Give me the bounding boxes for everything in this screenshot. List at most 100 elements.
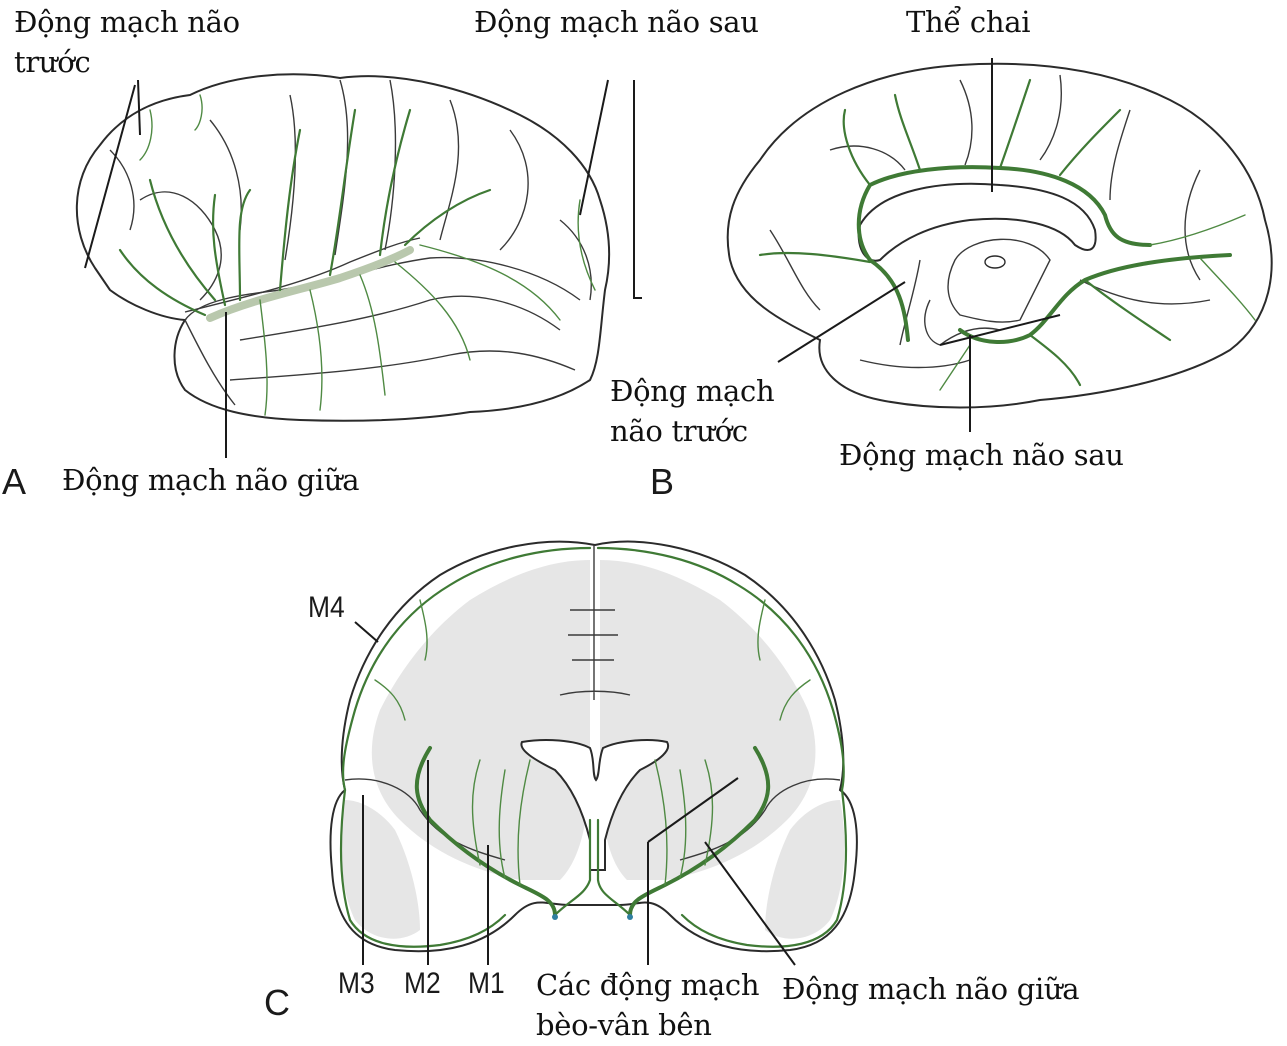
panel-c-cortical-branch — [779, 679, 811, 721]
panel-a-gyrus — [139, 191, 222, 301]
panel-a-mca-branch — [394, 261, 471, 361]
panel-a-mca-branch — [359, 274, 386, 396]
panel-a-sylvian-fissure — [184, 237, 421, 313]
panel-c-aca-right — [596, 818, 632, 917]
panel-a-mca-branch — [148, 178, 217, 302]
panel-c-m1-right — [628, 746, 771, 917]
panel-c-sylvian-left — [344, 778, 506, 861]
panel-a-aca-label-line1: Động mạch não — [14, 5, 240, 39]
panel-c-interhemispheric-fissure — [559, 545, 631, 700]
panel-c-lenticulostriate — [654, 759, 668, 886]
panel-b-pca-branch — [939, 344, 971, 391]
panel-c-cortical-branch — [419, 599, 428, 661]
panel-b-gyrus — [959, 79, 973, 166]
panel-c-lenticulostriate-label-line2: bèo-vân bên — [536, 1008, 712, 1042]
panel-a-aca-label-line2: trước — [14, 45, 91, 79]
panel-a-mca-branch — [211, 193, 227, 307]
panel-a-mca-branch — [403, 188, 492, 247]
panel-a-mca-label: Động mạch não giữa — [62, 463, 360, 497]
panel-c-temporal-right — [765, 800, 845, 939]
panel-b-aca-leader — [777, 281, 906, 363]
panel-a-mca-branch — [378, 108, 412, 257]
panel-b-pca-branch — [1028, 333, 1082, 387]
panel-c-m3-label: M3 — [338, 967, 375, 1000]
panel-c-m4-cortical-left — [341, 546, 592, 792]
panel-b-aca-label-line2: não trước — [610, 414, 748, 448]
panel-c-lenticulostriate-label-line1: Các động mạch — [536, 968, 760, 1002]
panel-c-lenticulostriate — [498, 769, 506, 879]
panel-a-gyrus — [284, 94, 297, 261]
panel-c-lenticulostriate — [704, 759, 714, 866]
panel-c-m4-label: M4 — [308, 591, 345, 624]
panel-b-corpus-callosum — [857, 182, 1097, 262]
panel-c-aca-left — [553, 818, 592, 917]
panel-c-m3-right — [680, 788, 847, 948]
panel-c-mca-leader — [704, 841, 796, 966]
panel-a-pca-branch — [577, 199, 596, 291]
panel-a-mca-branch — [238, 188, 252, 302]
panel-b-pca-label: Động mạch não sau — [839, 438, 1124, 472]
panel-c-white-matter-left — [371, 560, 590, 880]
panel-b-pca-branch — [1199, 257, 1256, 321]
panel-c-artery-origin-left — [552, 914, 558, 920]
panel-c-m1-label: M1 — [468, 967, 505, 1000]
panel-b-gyrus — [1039, 74, 1062, 161]
panel-a-aca-branch — [139, 109, 153, 161]
panel-a-sylvian-vessel — [206, 246, 414, 322]
panel-a-mca-branch — [419, 244, 561, 321]
panel-a-mca-branch — [309, 289, 323, 411]
panel-c-m3-left — [340, 788, 507, 948]
panel-c-m2-label: M2 — [404, 967, 441, 1000]
panel-c-white-matter-right — [600, 560, 816, 880]
panel-b-gyrus — [859, 359, 971, 369]
panel-c-cortical-branch — [757, 599, 766, 661]
panel-b-aca-branch — [1058, 108, 1122, 177]
panel-b-gyrus — [1109, 109, 1131, 201]
panel-b-gyrus — [1184, 169, 1201, 281]
panel-c-m4-cortical-right — [596, 546, 845, 792]
panel-c-cortical-branch — [374, 679, 406, 721]
panel-a-mca-branch — [259, 299, 268, 416]
panel-b-aca-branch — [998, 78, 1032, 170]
panel-c-lenticulostriate — [471, 759, 481, 866]
panel-a-letter: A — [2, 461, 27, 502]
panel-b-aca-trunk — [856, 165, 1152, 342]
panel-b-aca-label-line1: Động mạch — [610, 374, 775, 408]
panel-c-lenticulostriate — [679, 769, 687, 879]
panel-b-medial-brain — [726, 58, 1273, 432]
panel-b-thalamus — [947, 238, 1051, 323]
panel-a-gyrus — [499, 129, 529, 251]
panel-a-lateral-brain — [75, 73, 642, 458]
panel-a-cerebrum-outline — [75, 73, 611, 422]
panel-c-m4-leader — [354, 621, 379, 643]
panel-a-aca-leader — [84, 79, 141, 269]
panel-c-lenticulostriate-leader — [647, 777, 739, 965]
panel-a-pca-label: Động mạch não sau — [474, 5, 759, 39]
panel-b-gyrus — [829, 145, 906, 171]
panel-b-aca-branch — [758, 251, 872, 264]
panel-c-artery-origin-right — [627, 914, 633, 920]
panel-a-mca-branch — [328, 108, 357, 277]
panel-b-aca-branch — [893, 93, 922, 172]
panel-b-fornix — [899, 259, 921, 346]
panel-a-mca-branch — [278, 128, 302, 292]
panel-a-pca-leader — [579, 79, 642, 299]
panel-c-m1-left — [414, 746, 557, 917]
panel-b-corpus-callosum-label: Thể chai — [906, 5, 1031, 39]
panel-a-gyrus — [239, 295, 561, 341]
panel-b-aca-branch — [1149, 214, 1246, 246]
panel-a-gyrus — [439, 99, 460, 241]
panel-a-gyrus — [559, 219, 592, 301]
panel-c-temporal-left — [341, 800, 420, 939]
panel-a-aca-branch — [194, 94, 203, 131]
panel-c-sylvian-right — [679, 778, 841, 861]
panel-b-interthalamic-adhesion — [984, 255, 1006, 269]
panel-b-cerebrum-outline — [726, 62, 1273, 409]
panel-a-gyrus — [229, 350, 576, 381]
panel-a-mca-branch — [118, 248, 207, 317]
panel-b-pca-leader-2 — [939, 314, 1061, 346]
panel-a-gyrus — [184, 319, 236, 406]
panel-b-gyrus — [769, 229, 821, 311]
panel-c-coronal-section — [329, 540, 858, 966]
